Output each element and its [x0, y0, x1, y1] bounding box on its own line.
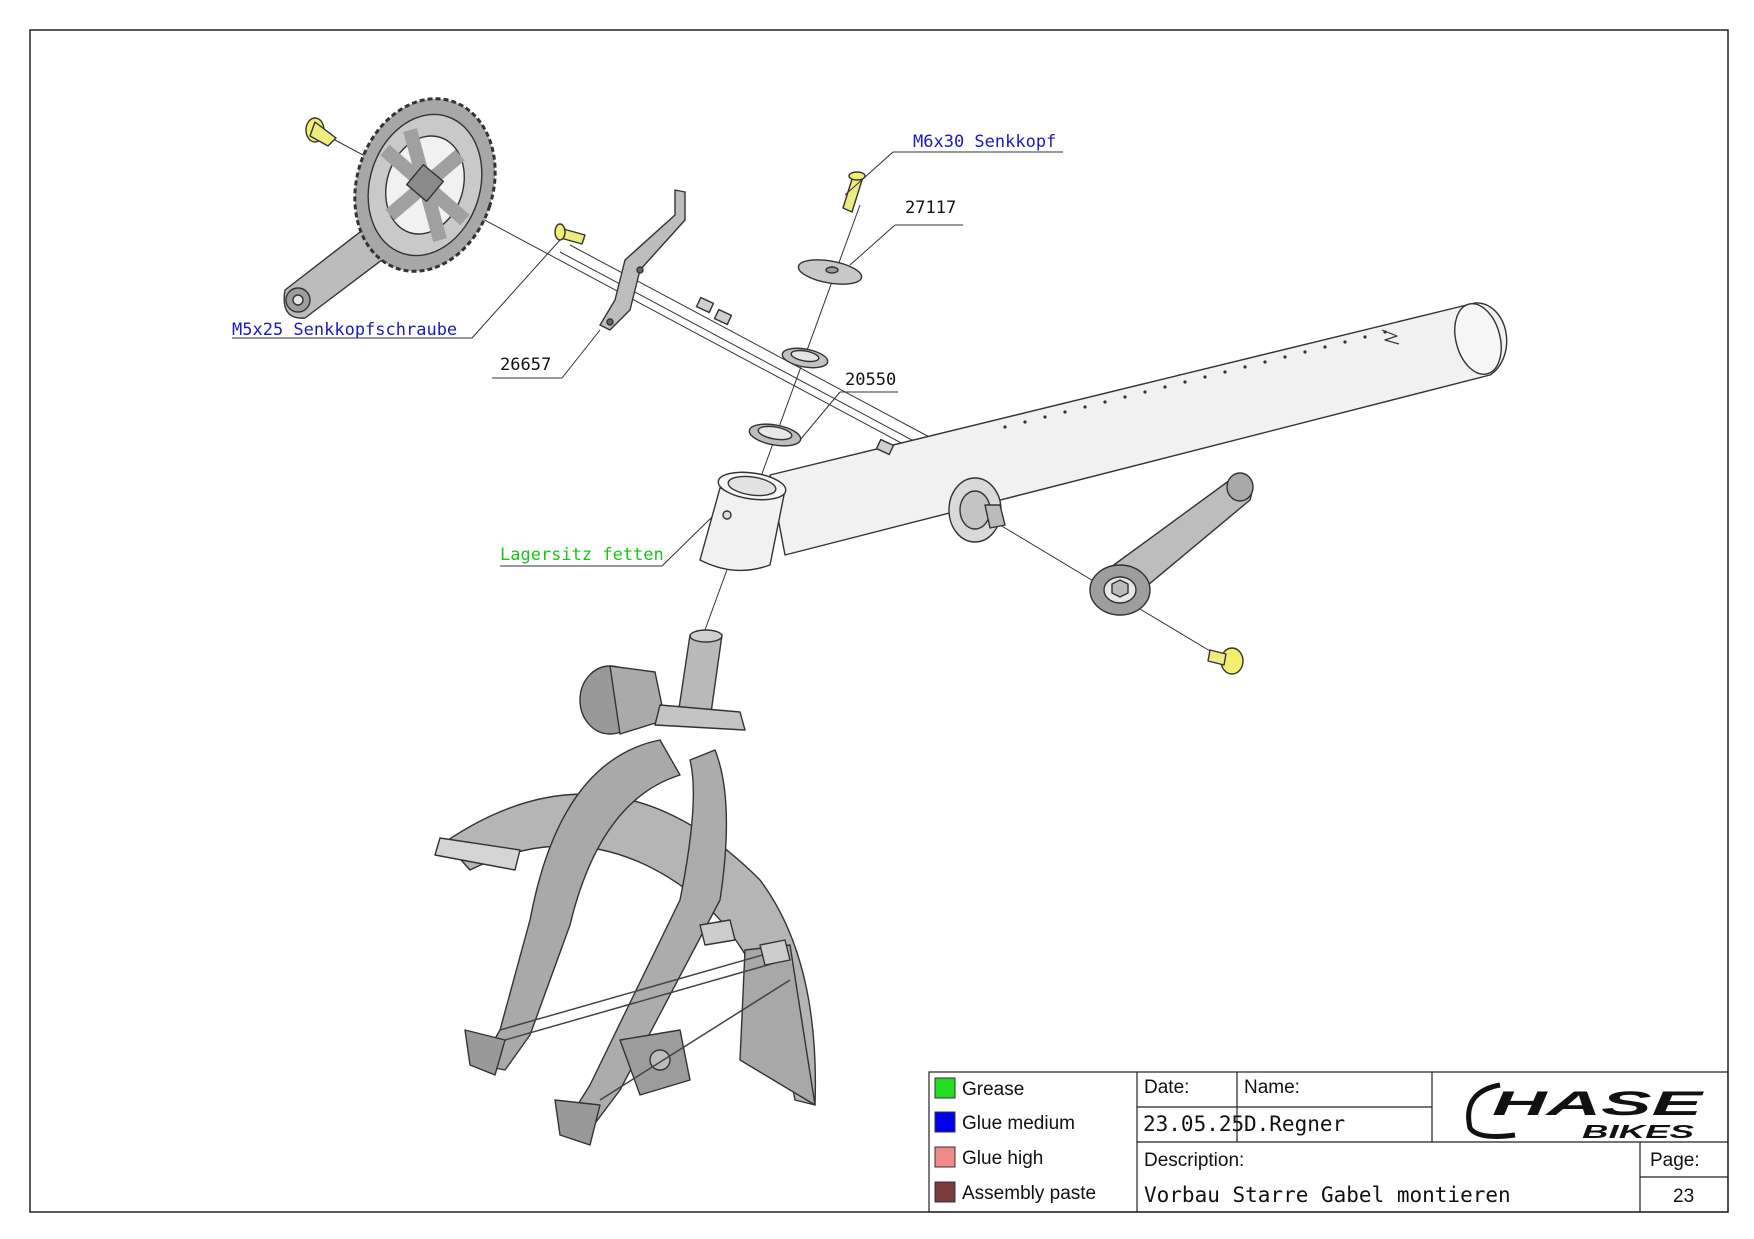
- chainring-crank: [283, 97, 497, 319]
- crank-bolt-left: [305, 117, 337, 147]
- callout-20550: 20550: [799, 370, 898, 441]
- crank-arm-right: [1089, 472, 1254, 616]
- bottom-bracket: [948, 477, 1006, 543]
- logo-brand: HASE: [1492, 1085, 1705, 1123]
- callout-m6x30: M6x30 Senkkopf: [844, 132, 1063, 196]
- rod-spacers: [695, 296, 895, 456]
- frame-tube: [769, 302, 1508, 556]
- hase-bikes-logo: HASE BIKES: [1466, 1082, 1705, 1142]
- fork-assembly: [434, 629, 817, 1146]
- callout-27117: 27117: [849, 198, 963, 266]
- headset-cup-lower: [748, 423, 802, 447]
- legend-label-grease: Grease: [962, 1079, 1024, 1100]
- page-value: 23: [1673, 1186, 1694, 1207]
- date-value: 23.05.25: [1143, 1112, 1244, 1136]
- legend-label-assembly-paste: Assembly paste: [962, 1183, 1096, 1204]
- name-value: D.Regner: [1244, 1112, 1345, 1136]
- description-label: Description:: [1144, 1150, 1244, 1171]
- callout-27117-label: 27117: [905, 198, 956, 218]
- page-label: Page:: [1650, 1150, 1700, 1171]
- logo-sub: BIKES: [1582, 1122, 1694, 1142]
- legend-swatch-assembly-paste: [934, 1181, 956, 1203]
- callout-lagersitz: Lagersitz fetten: [500, 516, 713, 567]
- date-label: Date:: [1144, 1077, 1189, 1098]
- callout-26657-label: 26657: [500, 355, 551, 375]
- m5x25-bolt: [554, 223, 586, 245]
- legend-label-glue-medium: Glue medium: [962, 1113, 1075, 1134]
- legend-swatch-glue-high: [934, 1146, 956, 1168]
- legend-swatch-grease: [934, 1077, 956, 1099]
- callout-lagersitz-label: Lagersitz fetten: [500, 545, 664, 565]
- callout-m5x25: M5x25 Senkkopfschraube: [232, 239, 561, 340]
- exploded-view: [283, 97, 1508, 1146]
- callout-26657: 26657: [492, 329, 601, 379]
- head-tube: [699, 471, 787, 572]
- callout-m5x25-label: M5x25 Senkkopfschraube: [232, 320, 457, 340]
- callout-m6x30-label: M6x30 Senkkopf: [913, 132, 1056, 152]
- description-value: Vorbau Starre Gabel montieren: [1144, 1183, 1511, 1207]
- title-block: [928, 1071, 1729, 1213]
- callout-20550-label: 20550: [845, 370, 896, 390]
- crank-bolt-right: [1207, 647, 1244, 675]
- legend: Grease Glue medium Glue high Assembly pa…: [934, 1077, 1096, 1204]
- top-cap-27117: [797, 259, 863, 285]
- hole-row: [1003, 330, 1387, 429]
- headset-cup-upper: [781, 347, 829, 369]
- legend-swatch-glue-medium: [934, 1111, 956, 1133]
- bracket-26657: [599, 189, 686, 331]
- sheet-frame: [29, 29, 1729, 1213]
- m6x30-bolt: [842, 171, 866, 213]
- legend-label-glue-high: Glue high: [962, 1148, 1043, 1169]
- name-label: Name:: [1244, 1077, 1300, 1098]
